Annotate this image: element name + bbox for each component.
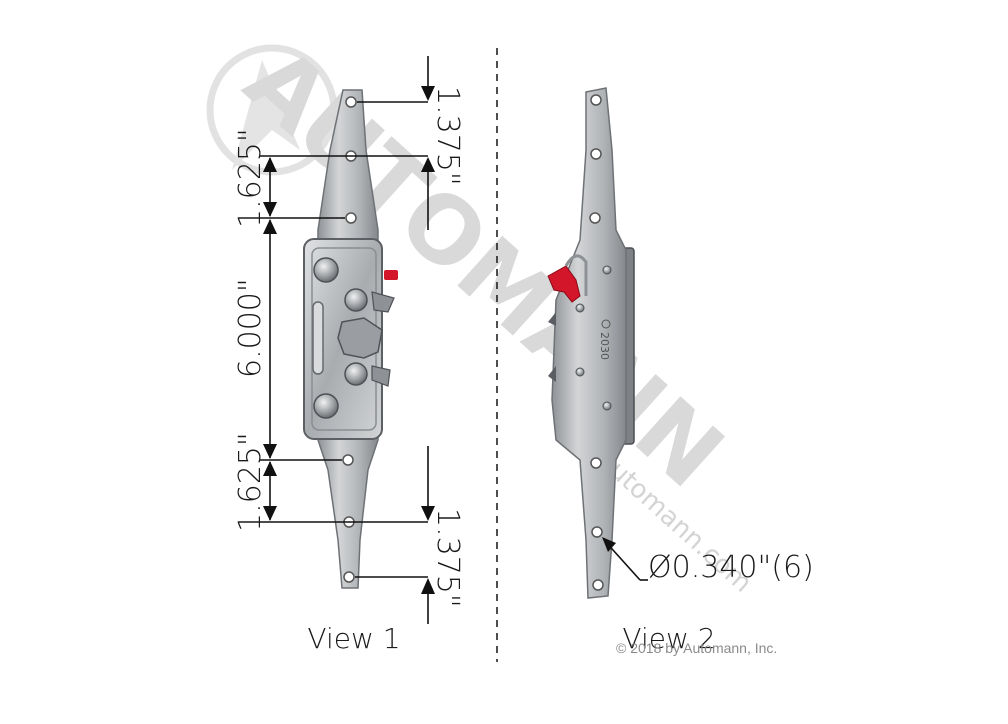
view2-mounting-holes — [589, 94, 604, 591]
view2-rivet — [602, 265, 612, 275]
dim-top-spacing: 1.625" — [233, 128, 268, 228]
view1-hole — [342, 454, 354, 466]
dim-top-offset: 1.375" — [430, 86, 465, 186]
arrowhead — [602, 537, 616, 552]
view2-hole — [589, 212, 601, 224]
view1-bolt — [313, 257, 339, 283]
view2-jaw-lower — [548, 366, 556, 382]
view2-marking-logo — [601, 319, 611, 329]
view1-dimensions — [260, 56, 435, 624]
hole-callout — [602, 537, 648, 581]
view1-jaw-lower — [371, 365, 391, 387]
arrowhead — [421, 506, 435, 521]
view1-label: View 1 — [307, 622, 400, 655]
view2-rivets — [575, 265, 612, 411]
arrowhead — [263, 202, 277, 217]
view2-jaw-upper — [548, 312, 556, 326]
view1-part — [303, 89, 398, 589]
view2-rivet — [602, 401, 612, 411]
view2-hole — [590, 457, 602, 469]
view2-red-release — [547, 265, 581, 303]
view2-hole — [590, 94, 602, 106]
watermark: AUTOMANN automann.com — [206, 27, 757, 599]
arrowhead — [263, 444, 277, 459]
view2-lever-wire — [564, 254, 588, 296]
watermark-brand: AUTOMANN — [225, 27, 743, 509]
arrowhead — [421, 157, 435, 172]
view2-hole — [591, 526, 603, 538]
dim-bottom-offset: 1.375" — [430, 508, 465, 608]
view2-hole — [590, 148, 602, 160]
hole-callout-text: Ø0.340"(6) — [648, 550, 814, 585]
view1-jaw-upper — [371, 291, 395, 313]
arrowhead — [263, 506, 277, 521]
dim-center-spacing: 6.000" — [233, 278, 268, 378]
arrowhead — [421, 86, 435, 101]
view2-part-marking: 2030 — [598, 332, 611, 360]
view1-bolt — [313, 393, 339, 419]
view1-slot — [312, 301, 324, 375]
dim-bottom-spacing: 1.625" — [233, 432, 268, 532]
copyright-text: © 2018 by Automann, Inc. — [616, 640, 777, 656]
arrowhead — [421, 578, 435, 594]
view1-red-release — [384, 270, 398, 280]
view1-hole — [345, 212, 357, 224]
arrowhead — [263, 461, 277, 476]
view1-bolt — [344, 362, 368, 386]
view2-label: View 2 — [622, 622, 715, 655]
watermark-logo-arrow — [232, 60, 300, 170]
view2-rivet — [575, 303, 585, 313]
view1-bolt — [344, 288, 368, 312]
view2-rivet — [575, 367, 585, 377]
view2-hole — [592, 579, 604, 591]
view1-rotor — [337, 317, 383, 359]
view1-hole — [345, 96, 357, 108]
view2-strap — [551, 87, 627, 599]
view2-part: 2030 — [547, 87, 635, 599]
arrowhead — [263, 157, 277, 172]
view1-hole — [343, 571, 355, 583]
arrowhead — [263, 219, 277, 234]
